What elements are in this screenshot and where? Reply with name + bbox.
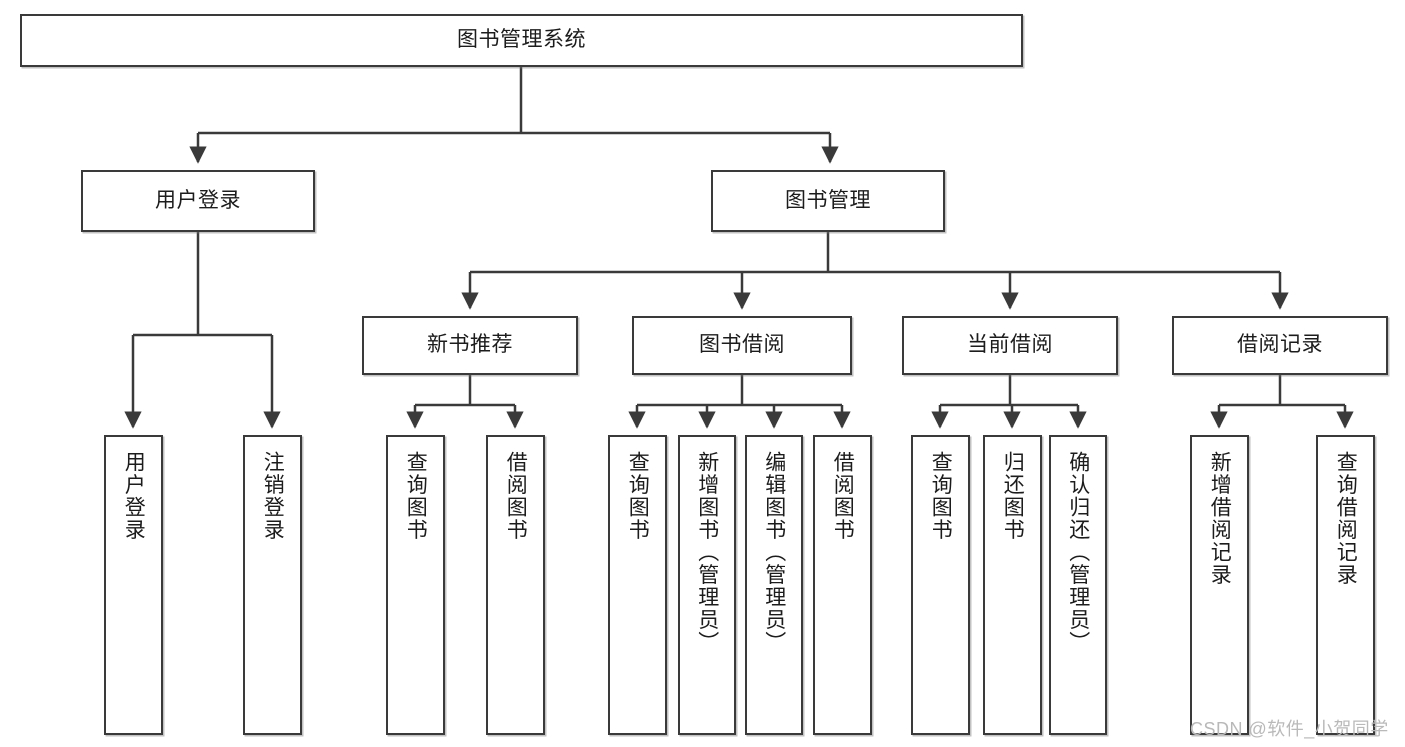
leaf-add-book[interactable]: 新增图书（管理员） — [678, 435, 736, 735]
leaf-logout-label: 注销登录 — [261, 451, 285, 541]
leaf-user-login-label: 用户登录 — [122, 451, 146, 541]
node-book-management[interactable]: 图书管理 — [711, 170, 945, 232]
node-book-borrow[interactable]: 图书借阅 — [632, 316, 852, 375]
node-book-borrow-label: 图书借阅 — [699, 333, 785, 357]
leaf-edit-book[interactable]: 编辑图书（管理员） — [745, 435, 803, 735]
watermark: CSDN @软件_小贺同学 — [1190, 719, 1389, 739]
leaf-borrow-book-1-label: 借阅图书 — [504, 451, 528, 541]
leaf-query-book-2-label: 查询图书 — [626, 451, 650, 541]
node-book-management-label: 图书管理 — [785, 188, 871, 212]
node-new-book-recommend[interactable]: 新书推荐 — [362, 316, 578, 375]
leaf-return-book[interactable]: 归还图书 — [983, 435, 1042, 735]
node-current-borrow[interactable]: 当前借阅 — [902, 316, 1118, 375]
leaf-confirm-return[interactable]: 确认归还（管理员） — [1049, 435, 1107, 735]
leaf-return-book-label: 归还图书 — [1001, 451, 1025, 541]
leaf-query-book-1[interactable]: 查询图书 — [386, 435, 445, 735]
leaf-confirm-return-label: 确认归还（管理员） — [1066, 451, 1090, 654]
leaf-borrow-book-1[interactable]: 借阅图书 — [486, 435, 545, 735]
leaf-query-record[interactable]: 查询借阅记录 — [1316, 435, 1375, 735]
node-root[interactable]: 图书管理系统 — [20, 14, 1023, 67]
leaf-query-book-3[interactable]: 查询图书 — [911, 435, 970, 735]
leaf-query-book-3-label: 查询图书 — [929, 451, 953, 541]
node-new-book-recommend-label: 新书推荐 — [427, 333, 513, 357]
node-user-login[interactable]: 用户登录 — [81, 170, 315, 232]
node-borrow-record-label: 借阅记录 — [1237, 333, 1323, 357]
leaf-add-book-label: 新增图书（管理员） — [695, 451, 719, 654]
leaf-borrow-book-2[interactable]: 借阅图书 — [813, 435, 872, 735]
leaf-query-record-label: 查询借阅记录 — [1334, 451, 1358, 586]
leaf-edit-book-label: 编辑图书（管理员） — [762, 451, 786, 654]
node-user-login-label: 用户登录 — [155, 188, 241, 212]
leaf-add-record[interactable]: 新增借阅记录 — [1190, 435, 1249, 735]
leaf-user-login[interactable]: 用户登录 — [104, 435, 163, 735]
leaf-borrow-book-2-label: 借阅图书 — [831, 451, 855, 541]
leaf-query-book-1-label: 查询图书 — [404, 451, 428, 541]
leaf-logout[interactable]: 注销登录 — [243, 435, 302, 735]
node-root-label: 图书管理系统 — [457, 28, 586, 52]
leaf-add-record-label: 新增借阅记录 — [1208, 451, 1232, 586]
leaf-query-book-2[interactable]: 查询图书 — [608, 435, 667, 735]
node-borrow-record[interactable]: 借阅记录 — [1172, 316, 1388, 375]
node-current-borrow-label: 当前借阅 — [967, 333, 1053, 357]
